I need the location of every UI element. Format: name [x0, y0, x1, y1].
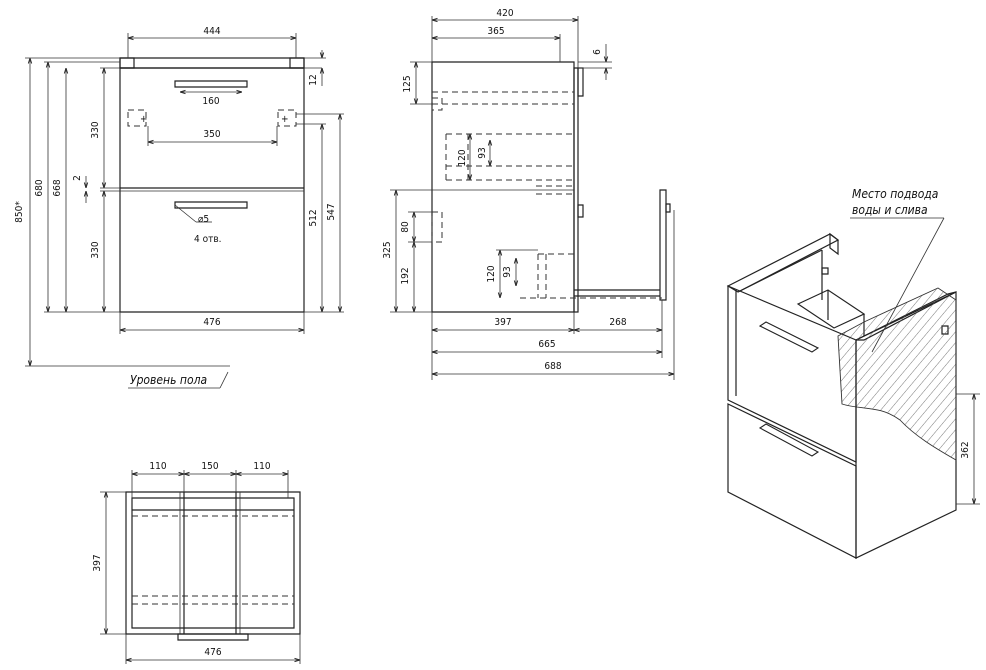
dim-iso-362: 362	[960, 441, 971, 458]
front-countertop	[120, 58, 304, 68]
dim-side-665: 665	[538, 339, 555, 350]
dim-handle-spacing: 160	[202, 96, 219, 107]
dim-side-192: 192	[400, 267, 411, 284]
dim-top-drawer: 330	[90, 121, 101, 138]
dim-plan-width: 476	[204, 647, 221, 658]
dim-hole-count: 4 отв.	[194, 234, 221, 245]
dim-hole-diameter: ⌀5	[198, 214, 209, 225]
front-handle-bottom	[175, 202, 247, 208]
dim-right-547: 547	[326, 203, 337, 220]
plan-outline	[126, 492, 300, 634]
dim-top-thickness: 12	[308, 74, 319, 85]
iso-handle-bottom	[760, 424, 818, 456]
isometric-view: 362 Место подвода воды и слива	[728, 187, 980, 558]
side-hidden-top	[432, 92, 574, 104]
iso-bottom-drawer-front	[728, 404, 856, 558]
dim-drawer-gap: 2	[72, 175, 83, 181]
dim-body-height: 680	[34, 179, 45, 196]
side-view: 420 365 6 125 120 93 80 325 192	[382, 8, 674, 380]
dim-side-325: 325	[382, 241, 393, 258]
dim-plan-110-right: 110	[253, 461, 270, 472]
front-bracket-right	[278, 110, 296, 126]
svg-text:+: +	[140, 114, 148, 125]
plan-view: 110 150 110 397 476	[92, 461, 300, 664]
front-view: + + 444 160 350 ⌀5 4 отв. 850* 680 668	[14, 26, 344, 388]
dim-total-height: 850*	[14, 201, 25, 223]
front-countertop-left-edge	[120, 58, 134, 68]
front-countertop-right-edge	[290, 58, 304, 68]
plan-handle	[178, 634, 248, 640]
floor-level-label: Уровень пола	[130, 373, 207, 387]
dim-side-120-upper: 120	[457, 149, 468, 166]
side-front-panel	[574, 68, 578, 312]
dim-side-93-lower: 93	[502, 266, 513, 277]
dim-right-512: 512	[308, 209, 319, 226]
iso-note-line2: воды и слива	[852, 203, 928, 217]
dim-side-397: 397	[494, 317, 511, 328]
dim-bottom-drawer: 330	[90, 241, 101, 258]
front-handle-top	[175, 81, 247, 87]
dim-side-125: 125	[402, 75, 413, 92]
iso-top-drawer-front	[728, 286, 856, 462]
dim-side-depth: 420	[496, 8, 513, 19]
svg-text:+: +	[281, 114, 289, 125]
dim-front-width: 444	[203, 26, 220, 37]
dim-side-93-upper: 93	[477, 147, 488, 158]
dim-side-inner-depth: 365	[487, 26, 504, 37]
dim-front-base: 476	[203, 317, 220, 328]
dim-side-688: 688	[544, 361, 561, 372]
dim-side-offset: 6	[592, 49, 603, 55]
dim-side-268: 268	[609, 317, 626, 328]
front-bracket-left	[128, 110, 146, 126]
iso-handle-top	[760, 322, 818, 352]
dim-plan-150: 150	[201, 461, 218, 472]
dim-side-120-lower: 120	[486, 265, 497, 282]
iso-note-line1: Место подвода	[852, 187, 938, 201]
dim-side-80: 80	[400, 221, 411, 233]
dim-hole-spacing: 350	[203, 129, 220, 140]
iso-plumbing-zone	[838, 288, 956, 460]
side-open-drawer-front	[660, 190, 666, 300]
dim-plan-depth: 397	[92, 554, 103, 571]
front-cabinet-body	[120, 68, 304, 312]
dim-plan-110-left: 110	[149, 461, 166, 472]
dim-inner-height: 668	[52, 179, 63, 196]
